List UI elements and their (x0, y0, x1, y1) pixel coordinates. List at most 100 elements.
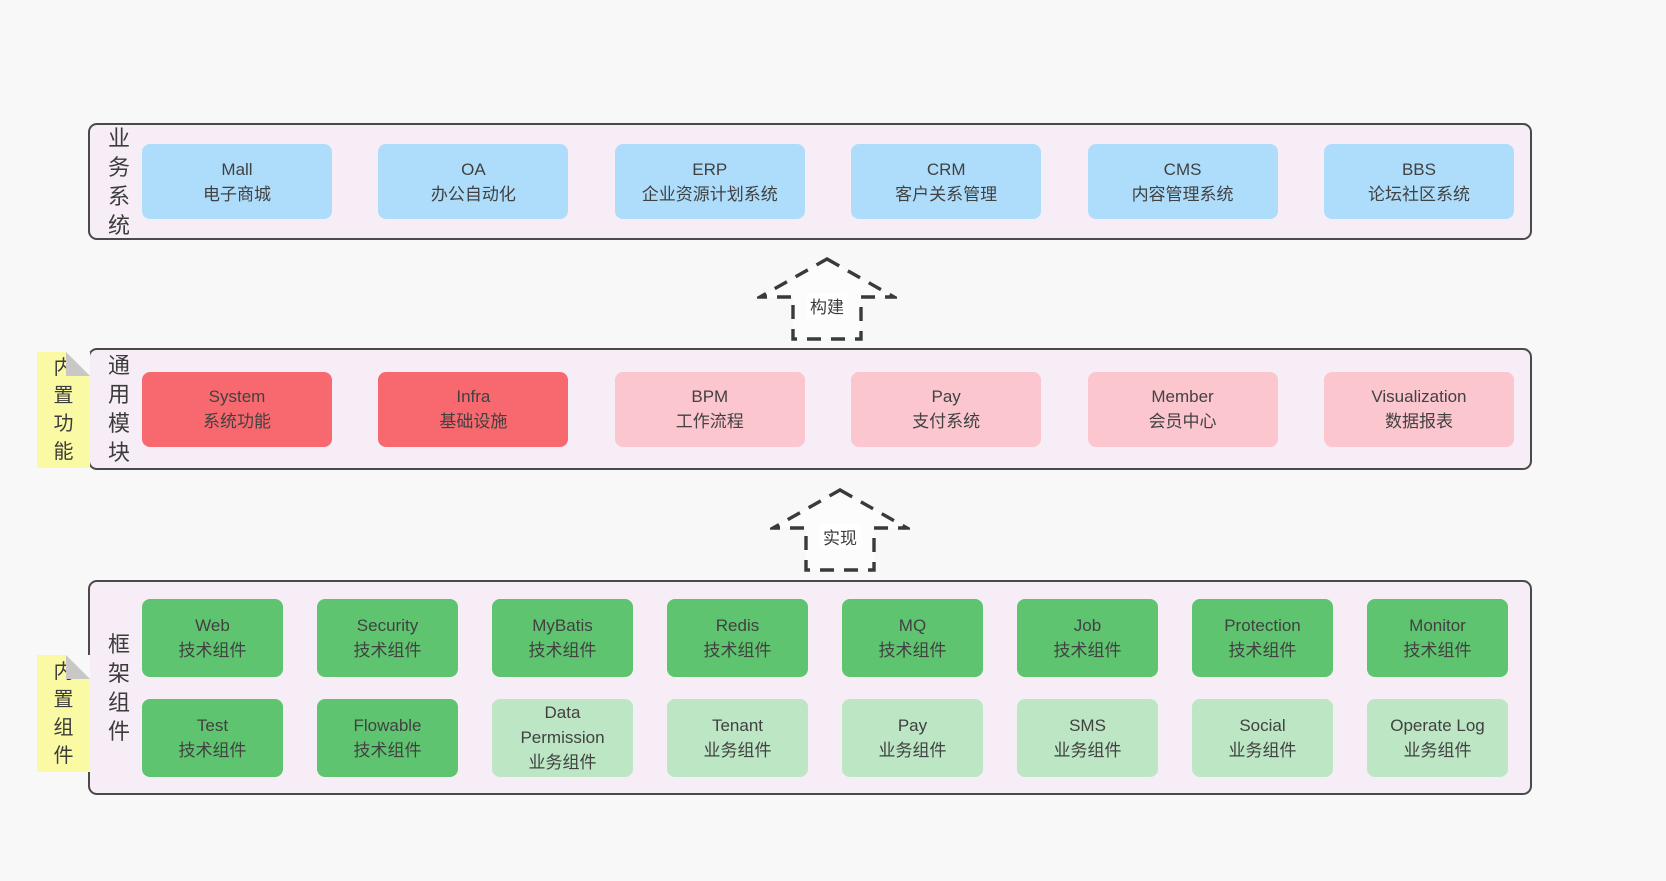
box-subtitle: 技术组件 (878, 640, 947, 660)
box-subtitle: 数据报表 (1384, 412, 1453, 431)
box-subtitle: 业务组件 (878, 740, 947, 760)
box-title: Job (1073, 615, 1102, 635)
box-title: Pay (931, 387, 961, 406)
box-title: Flowable (353, 715, 422, 735)
box-subtitle: 技术组件 (703, 640, 772, 660)
box-pay: Pay 支付系统 (851, 371, 1042, 447)
box-title: Web (195, 615, 230, 635)
box-subtitle: 技术组件 (1053, 640, 1122, 660)
box-title: CRM (926, 159, 966, 179)
box-title: Data Permission (520, 703, 605, 747)
box-oa: OA 办公自动化 (378, 144, 569, 219)
built-in-components-tab-label: 内置组件 (53, 660, 74, 767)
box-title: System (208, 387, 266, 406)
box-subtitle: 企业资源计划系统 (641, 184, 778, 204)
box-subtitle: 技术组件 (178, 740, 247, 760)
box-subtitle: 业务组件 (528, 753, 597, 772)
build-arrow-label: 构建 (807, 293, 847, 318)
box-redis: Redis 技术组件 (667, 598, 808, 677)
build-arrow: 构建 (757, 256, 897, 342)
implement-arrow: 实现 (770, 487, 910, 573)
business-side-label: 业务系统 (107, 125, 130, 238)
box-subtitle: 支付系统 (912, 412, 981, 431)
box-title: Infra (456, 387, 491, 406)
business-box-row: Mall 电子商城 OA 办公自动化 ERP 企业资源计划系统 CRM 客户关系管理 CMS 内容… (136, 144, 1530, 219)
box-title: Operate Log (1390, 715, 1485, 735)
box-title: MyBatis (532, 615, 593, 635)
box-visualization: Visualization 数据报表 (1323, 371, 1514, 447)
box-protection: Protection 技术组件 (1192, 598, 1333, 677)
box-subtitle: 业务组件 (1228, 740, 1297, 760)
box-title: Pay (897, 715, 928, 735)
box-subtitle: 办公自动化 (430, 184, 516, 204)
box-title: OA (461, 159, 486, 179)
box-title: Member (1151, 387, 1214, 406)
box-system: System 系统功能 (142, 371, 332, 447)
box-subtitle: 论坛社区系统 (1367, 184, 1470, 204)
box-title: Redis (715, 615, 760, 635)
box-title: Tenant (711, 715, 764, 735)
box-title: Visualization (1371, 387, 1467, 406)
box-bbs: BBS 论坛社区系统 (1323, 144, 1514, 219)
box-title: Test (196, 715, 229, 735)
box-web: Web 技术组件 (142, 598, 283, 677)
box-monitor: Monitor 技术组件 (1367, 598, 1508, 677)
box-pay: Pay 业务组件 (842, 698, 983, 777)
framework-side-label: 框架组件 (107, 631, 130, 744)
built-in-components-tab: 内置组件 (37, 655, 90, 772)
box-title: ERP (692, 159, 728, 179)
box-social: Social 业务组件 (1192, 698, 1333, 777)
box-test: Test 技术组件 (142, 698, 283, 777)
box-title: Monitor (1409, 615, 1466, 635)
box-subtitle: 技术组件 (1403, 640, 1472, 660)
box-member: Member 会员中心 (1087, 371, 1278, 447)
box-erp: ERP 企业资源计划系统 (614, 144, 805, 219)
box-sms: SMS 业务组件 (1017, 698, 1158, 777)
box-subtitle: 基础设施 (439, 412, 508, 431)
section-business-systems: 业务系统 Mall 电子商城 OA 办公自动化 ERP 企业资源计划系统 CRM 客户关系管理… (88, 123, 1532, 240)
box-subtitle: 电子商城 (203, 184, 271, 204)
box-title: CMS (1163, 159, 1202, 179)
box-title: SMS (1069, 715, 1106, 735)
box-title: Protection (1224, 615, 1301, 635)
implement-arrow-label: 实现 (820, 524, 860, 549)
box-flowable: Flowable 技术组件 (317, 698, 458, 777)
box-subtitle: 技术组件 (528, 640, 597, 660)
box-subtitle: 技术组件 (353, 640, 422, 660)
box-title: Social (1239, 715, 1286, 735)
box-security: Security 技术组件 (317, 598, 458, 677)
box-subtitle: 内容管理系统 (1131, 184, 1234, 204)
box-data-permission: Data Permission 业务组件 (492, 698, 633, 777)
box-title: Mall (221, 159, 253, 179)
box-subtitle: 技术组件 (353, 740, 422, 760)
section-framework-components: 内置组件 框架组件 Web 技术组件 Security 技术组件 MyBatis 技术组件… (37, 580, 1532, 795)
box-title: Security (356, 615, 419, 635)
box-subtitle: 技术组件 (178, 640, 247, 660)
box-mq: MQ 技术组件 (842, 598, 983, 677)
box-subtitle: 业务组件 (1403, 740, 1472, 760)
box-subtitle: 技术组件 (1228, 640, 1297, 660)
box-operate-log: Operate Log 业务组件 (1367, 698, 1508, 777)
box-subtitle: 客户关系管理 (895, 184, 998, 204)
box-subtitle: 业务组件 (703, 740, 772, 760)
box-infra: Infra 基础设施 (378, 371, 569, 447)
box-subtitle: 工作流程 (675, 412, 744, 431)
box-subtitle: 系统功能 (203, 412, 271, 431)
section-common-modules: 内置功能 通用模块 System 系统功能 Infra 基础设施 BPM 工作流程 Pay 支… (37, 348, 1532, 470)
box-subtitle: 会员中心 (1148, 412, 1217, 431)
box-mall: Mall 电子商城 (142, 144, 332, 219)
box-crm: CRM 客户关系管理 (851, 144, 1042, 219)
box-tenant: Tenant 业务组件 (667, 698, 808, 777)
built-in-features-tab: 内置功能 (37, 352, 90, 468)
box-mybatis: MyBatis 技术组件 (492, 598, 633, 677)
box-subtitle: 业务组件 (1053, 740, 1122, 760)
modules-side-label: 通用模块 (107, 353, 130, 465)
modules-box-row: System 系统功能 Infra 基础设施 BPM 工作流程 Pay 支付系统 Member 会… (136, 371, 1530, 447)
box-title: BBS (1401, 159, 1436, 179)
box-title: MQ (898, 615, 927, 635)
box-title: BPM (691, 387, 729, 406)
box-bpm: BPM 工作流程 (614, 371, 805, 447)
box-cms: CMS 内容管理系统 (1087, 144, 1278, 219)
